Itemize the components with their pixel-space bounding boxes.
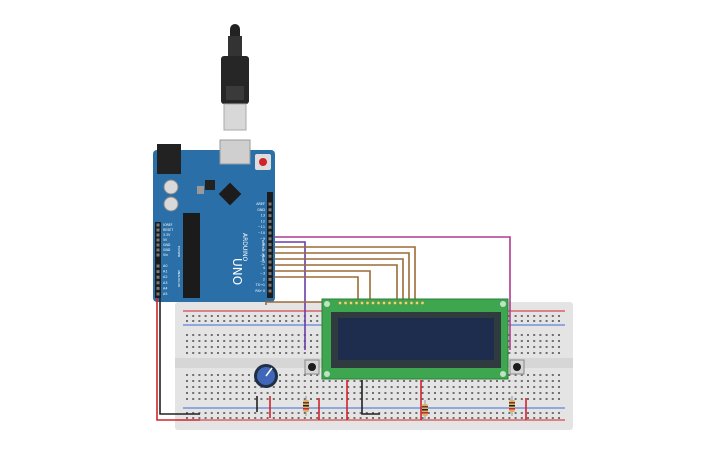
power-pin-label: IOREF <box>163 223 173 227</box>
signal-wires[interactable] <box>265 236 511 350</box>
digital-pin-label: 7 <box>263 248 265 252</box>
digital-pin-label: TX→1 <box>255 283 265 287</box>
digital-pin-label: AREF <box>256 202 265 206</box>
power-label: POWER <box>177 246 181 257</box>
wire-pink[interactable] <box>275 236 511 350</box>
power-wires[interactable] <box>156 298 527 421</box>
resistor-icon[interactable] <box>509 396 515 416</box>
wire-d3[interactable] <box>275 258 404 300</box>
digital-pin-label: 12 <box>261 219 265 223</box>
power-pin-label: 5V <box>163 238 168 242</box>
analog-label: ANALOG IN <box>177 270 181 287</box>
power-pin-label: GND <box>163 243 171 247</box>
wire-d4[interactable] <box>275 264 398 300</box>
wire-rs[interactable] <box>275 276 359 300</box>
analog-pin-label: A3 <box>163 281 167 285</box>
usb-plug-icon[interactable] <box>221 24 249 131</box>
digital-pin-label: ~9 <box>260 237 265 241</box>
analog-pin-label: A1 <box>163 270 167 274</box>
wire-purple[interactable] <box>275 241 306 350</box>
power-pin-label: RESET <box>163 228 173 232</box>
wire-d1[interactable] <box>275 246 416 300</box>
digital-pin-label: GND <box>257 208 265 212</box>
power-pin-label: Vin <box>163 253 168 257</box>
digital-pin-label: ~3 <box>260 272 265 276</box>
atmega-chip <box>183 213 200 298</box>
resistor-icon[interactable] <box>422 400 428 420</box>
wire-gnd[interactable] <box>159 298 200 415</box>
wire-d2[interactable] <box>275 252 410 300</box>
digital-pin-label: RX←0 <box>255 289 265 293</box>
lcd-16x2[interactable] <box>321 298 509 380</box>
digital-pin-label: 2 <box>263 277 265 281</box>
analog-pin-label: A0 <box>163 264 167 268</box>
digital-pin-label: ~6 <box>260 254 265 258</box>
pushbutton-icon[interactable] <box>509 359 525 375</box>
power-analog-header <box>155 222 161 298</box>
board-brand-label: ARDUINO <box>241 233 248 262</box>
digital-pin-label: 4 <box>263 266 265 270</box>
power-pin-label: 3.3V <box>163 233 171 237</box>
digital-pin-label: 13 <box>261 214 265 218</box>
power-pin-label: GND <box>163 248 171 252</box>
wire-e[interactable] <box>275 270 371 300</box>
analog-pin-label: A2 <box>163 275 167 279</box>
lcd-screen <box>338 318 494 360</box>
pushbutton-icon[interactable] <box>304 359 320 375</box>
analog-pin-label: A5 <box>163 292 167 296</box>
usb-port <box>219 139 251 165</box>
board-model-label: UNO <box>230 258 244 285</box>
potentiometer-icon[interactable] <box>254 364 278 388</box>
power-jack <box>157 144 181 174</box>
lcd-pins <box>338 301 425 305</box>
digital-pin-label: ~11 <box>258 225 265 229</box>
digital-pin-label: ~10 <box>258 231 265 235</box>
wire-5v[interactable] <box>156 298 200 421</box>
digital-pin-label: 8 <box>263 243 265 247</box>
resistor-icon[interactable] <box>303 396 309 416</box>
digital-label: DIGITAL (PWM~) <box>261 240 265 265</box>
digital-pin-label: ~5 <box>260 260 265 264</box>
analog-pin-label: A4 <box>163 286 167 290</box>
